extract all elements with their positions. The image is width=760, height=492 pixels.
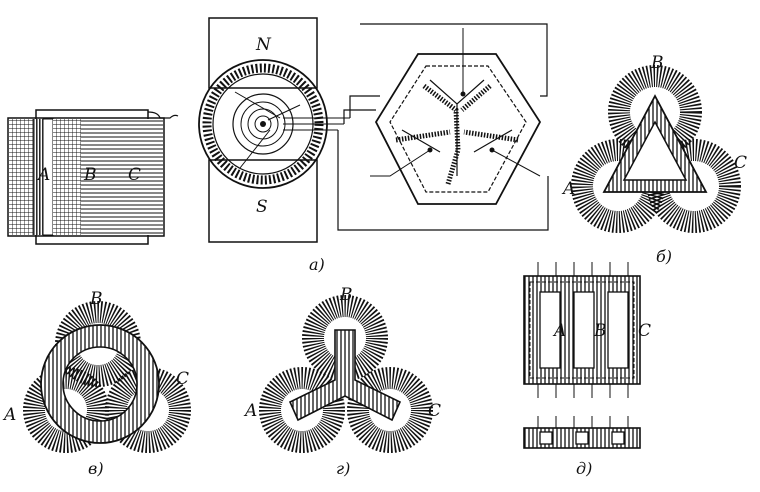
ring-core: B A C в)	[2, 289, 191, 478]
pole-south-label: S	[256, 197, 268, 217]
triangle-label-a: A	[561, 179, 575, 199]
pole-north-label: N	[255, 35, 272, 55]
three-leg-core: A B C д)	[523, 262, 651, 478]
caption-g: г)	[336, 459, 350, 478]
y-label-c: C	[428, 401, 441, 421]
core-label-a: A	[552, 321, 566, 341]
winding-stack: A B C	[7, 109, 179, 245]
caption-v: в)	[88, 459, 104, 478]
generator: N S а)	[198, 17, 350, 274]
stack-label-a: A	[36, 165, 50, 185]
caption-d: д)	[576, 459, 592, 478]
triangle-label-c: C	[734, 153, 747, 173]
core-label-b: B	[593, 321, 607, 341]
stack-label-c: C	[128, 165, 141, 185]
ring-label-a: A	[2, 405, 16, 425]
ring-label-c: C	[176, 369, 189, 389]
y-label-a: A	[243, 401, 257, 421]
y-core: B A C г)	[243, 285, 441, 478]
stack-label-b: B	[83, 165, 97, 185]
core-label-c: C	[638, 321, 651, 341]
triangle-core: B A C б)	[561, 53, 747, 266]
ring-label-b: B	[89, 289, 103, 309]
caption-b: б)	[656, 247, 672, 266]
y-label-b: B	[339, 285, 353, 305]
caption-a: а)	[309, 255, 325, 274]
triangle-label-b: B	[650, 53, 664, 73]
hexagon-machine	[337, 23, 549, 231]
